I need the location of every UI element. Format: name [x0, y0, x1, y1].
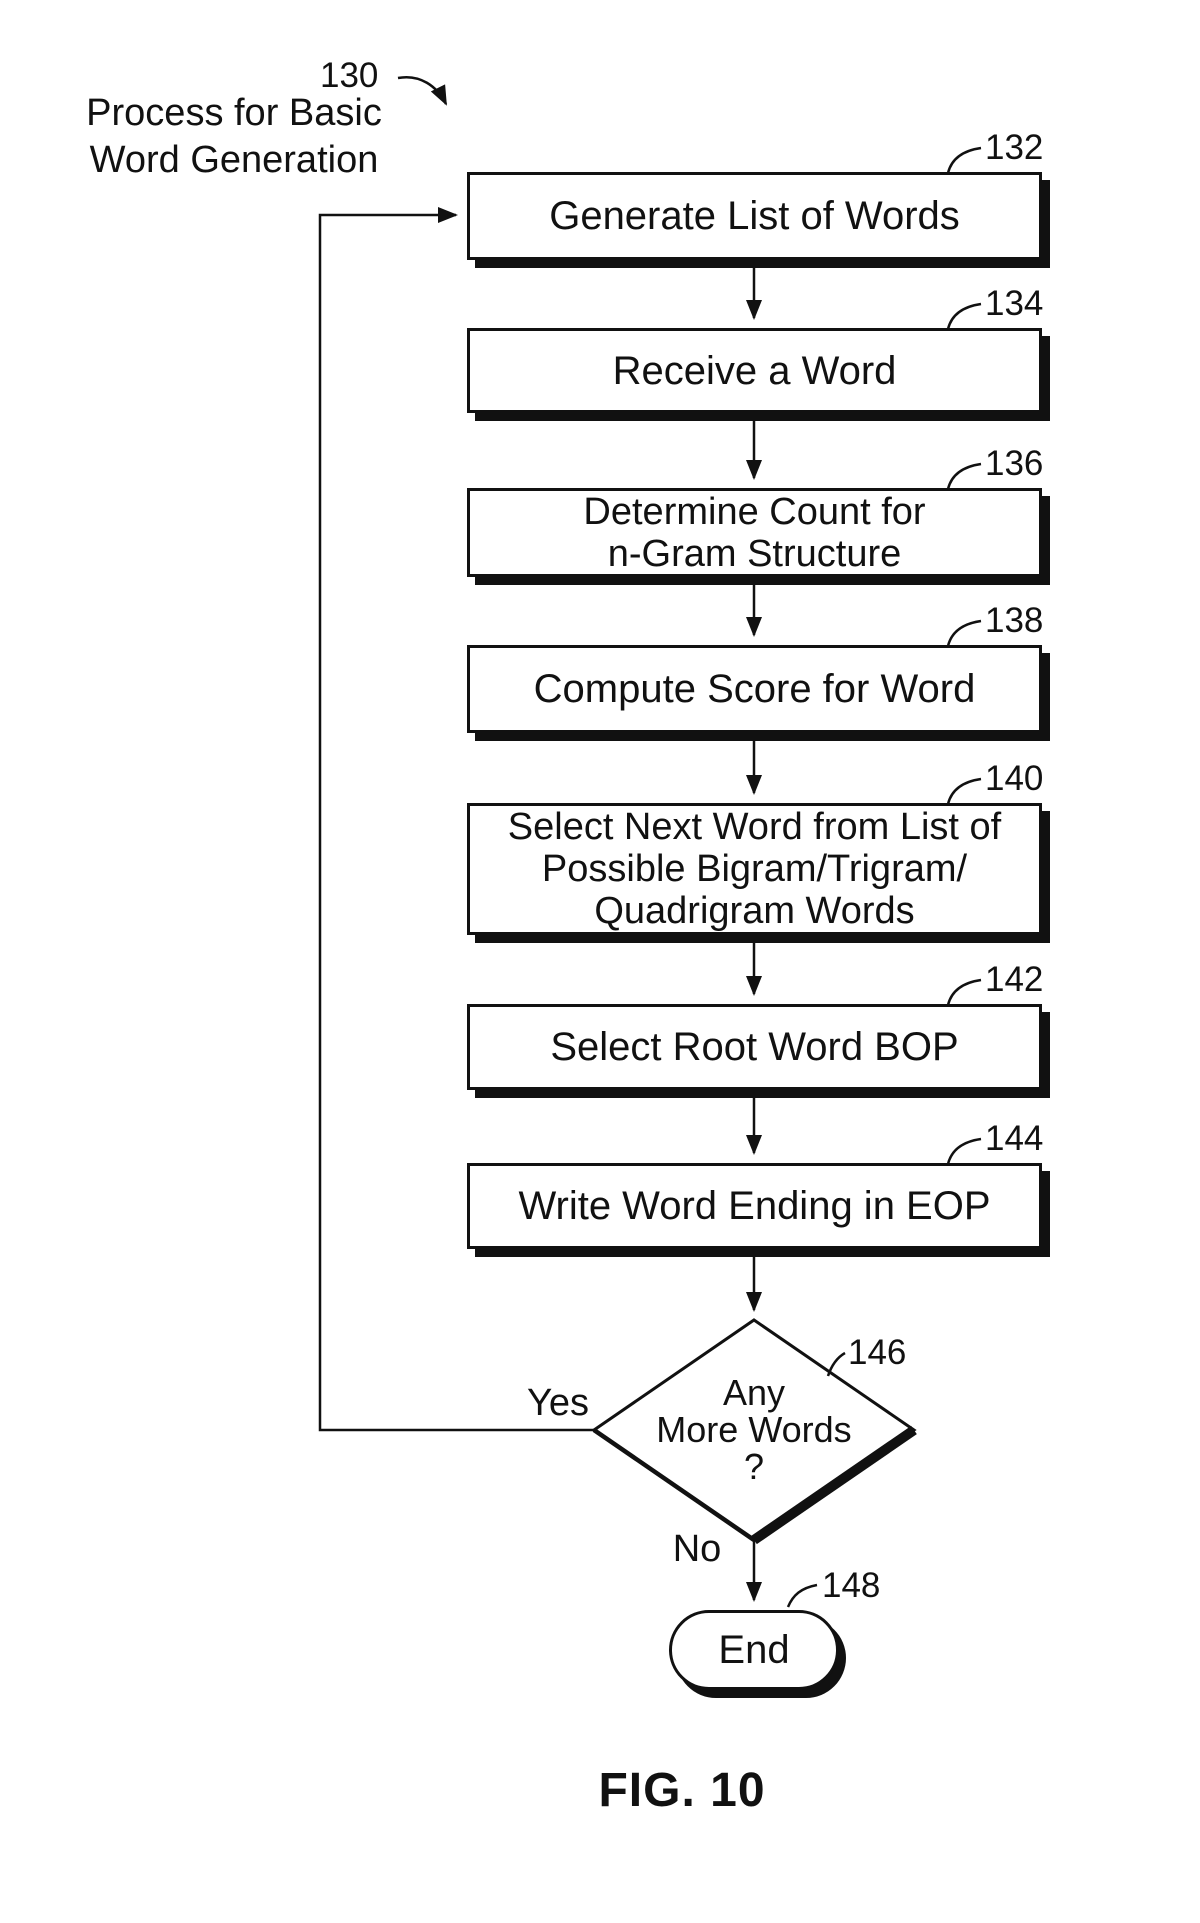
leader-134: [946, 302, 982, 330]
diamond-lower-left-edge: [592, 1428, 756, 1542]
yes-loop-arrow: [318, 207, 594, 1432]
ref-label-132: 132: [985, 128, 1044, 167]
box-132-text: Generate List of Words: [549, 194, 960, 238]
process-box-140: Select Next Word from List of Possible B…: [467, 803, 1042, 935]
box-138-text: Compute Score for Word: [533, 667, 976, 711]
ref-130-pointer-arrow: [397, 75, 448, 106]
ref-label-130: 130: [320, 56, 379, 95]
process-title: Process for Basic Word Generation: [38, 90, 430, 184]
leader-138: [946, 619, 982, 647]
ref-label-146: 146: [848, 1333, 907, 1372]
process-box-142: Select Root Word BOP: [467, 1004, 1042, 1090]
end-label: End: [718, 1627, 790, 1672]
decision-146-line1: Any: [722, 1372, 786, 1413]
no-branch-label: No: [672, 1528, 722, 1570]
ref-label-140: 140: [985, 759, 1044, 798]
decision-146-text: Any More Words ?: [594, 1374, 914, 1485]
box-136-text: Determine Count for n-Gram Structure: [583, 491, 925, 575]
box-134-text: Receive a Word: [612, 348, 897, 393]
ref-label-148: 148: [822, 1566, 881, 1605]
leader-140: [946, 777, 982, 805]
leader-132: [946, 146, 982, 174]
process-box-134: Receive a Word: [467, 328, 1042, 413]
box-142-text: Select Root Word BOP: [550, 1025, 959, 1069]
end-terminator-148: End: [669, 1610, 839, 1690]
decision-146-line3: ?: [743, 1446, 765, 1487]
box-140-text: Select Next Word from List of Possible B…: [508, 806, 1001, 932]
ref-label-136: 136: [985, 444, 1044, 483]
ref-label-134: 134: [985, 284, 1044, 323]
ref-label-144: 144: [985, 1119, 1044, 1158]
leader-148: [786, 1583, 818, 1608]
process-title-line2: Word Generation: [89, 139, 379, 181]
ref-label-142: 142: [985, 960, 1044, 999]
diamond-shadow-edge: [751, 1425, 917, 1545]
box-136-line1: Determine Count for: [583, 490, 926, 533]
ref-label-138: 138: [985, 601, 1044, 640]
decision-146-line2: More Words: [656, 1409, 852, 1450]
yes-branch-label: Yes: [527, 1382, 589, 1424]
process-box-132: Generate List of Words: [467, 172, 1042, 260]
leader-144: [946, 1137, 982, 1165]
process-box-136: Determine Count for n-Gram Structure: [467, 488, 1042, 577]
box-136-line2: n-Gram Structure: [607, 532, 902, 575]
box-140-line2: Possible Bigram/Trigram/: [541, 848, 968, 890]
process-title-line1: Process for Basic: [86, 92, 382, 134]
leader-136: [946, 462, 982, 490]
figure-caption: FIG. 10: [598, 1764, 766, 1817]
box-140-line3: Quadrigram Words: [594, 890, 915, 932]
box-144-text: Write Word Ending in EOP: [518, 1184, 991, 1228]
box-140-line1: Select Next Word from List of: [507, 806, 1002, 848]
process-box-138: Compute Score for Word: [467, 645, 1042, 733]
leader-146: [826, 1351, 846, 1377]
leader-142: [946, 978, 982, 1006]
process-box-144: Write Word Ending in EOP: [467, 1163, 1042, 1249]
